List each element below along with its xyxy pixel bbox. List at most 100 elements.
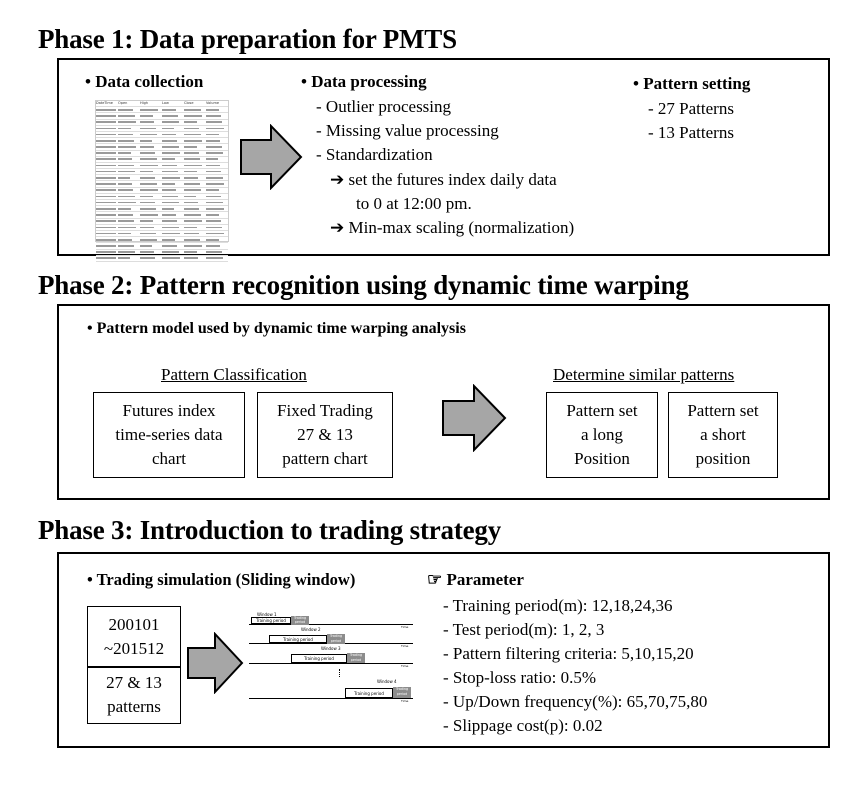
cell-text-placeholder xyxy=(206,177,223,179)
window-label: Window 1 xyxy=(257,612,277,617)
table-header-cell: Volume xyxy=(206,101,220,105)
cell-text-placeholder xyxy=(206,214,219,216)
table-cell xyxy=(96,107,118,112)
cell-text-placeholder xyxy=(184,133,201,136)
processing-sub-item: to 0 at 12:00 pm. xyxy=(356,194,472,213)
table-cell xyxy=(206,107,228,112)
table-row xyxy=(96,206,228,213)
cell-text-placeholder xyxy=(184,257,199,260)
cell-text-placeholder xyxy=(118,170,136,173)
table-cell xyxy=(184,132,206,137)
training-period-block: Training period xyxy=(269,635,327,643)
cell-text-placeholder xyxy=(162,201,180,204)
cell-text-placeholder xyxy=(118,183,132,185)
table-cell xyxy=(96,163,118,168)
table-cell xyxy=(206,206,228,211)
cell-text-placeholder xyxy=(206,207,225,210)
table-cell xyxy=(206,163,228,168)
cell-text-placeholder xyxy=(96,164,116,167)
cell-text-placeholder xyxy=(206,121,223,123)
table-cell xyxy=(162,219,184,224)
cell-text-placeholder xyxy=(184,214,201,216)
box-line: position xyxy=(695,449,751,468)
table-cell xyxy=(184,194,206,199)
cell-text-placeholder xyxy=(184,177,199,179)
phase2-panel: • Pattern model used by dynamic time war… xyxy=(57,304,830,500)
short-position-box: Pattern set a short position xyxy=(668,392,778,478)
table-cell xyxy=(118,107,140,112)
cell-text-placeholder xyxy=(96,251,116,253)
table-cell xyxy=(140,175,162,180)
cell-text-placeholder xyxy=(140,183,157,185)
cell-text-placeholder xyxy=(140,245,153,247)
cell-text-placeholder xyxy=(140,158,157,161)
table-cell xyxy=(184,169,206,174)
table-cell xyxy=(96,243,118,248)
table-row xyxy=(96,181,228,188)
time-axis-line xyxy=(249,663,413,664)
parameter-item: - Pattern filtering criteria: 5,10,15,20 xyxy=(443,644,694,663)
cell-text-placeholder xyxy=(96,195,116,198)
cell-text-placeholder xyxy=(184,108,201,111)
right-arrow-icon xyxy=(187,632,244,694)
cell-text-placeholder xyxy=(184,201,198,204)
cell-text-placeholder xyxy=(184,189,202,192)
cell-text-placeholder xyxy=(184,139,203,142)
trading-period-block: Trading period xyxy=(291,616,309,625)
table-cell xyxy=(96,138,118,143)
table-cell xyxy=(162,225,184,230)
table-cell xyxy=(206,138,228,143)
table-cell xyxy=(206,120,228,125)
table-cell xyxy=(96,225,118,230)
cell-text-placeholder xyxy=(140,146,154,148)
table-cell xyxy=(96,206,118,211)
table-header-cell: Close xyxy=(184,101,194,105)
cell-text-placeholder xyxy=(96,220,116,222)
table-cell xyxy=(118,144,140,149)
cell-text-placeholder xyxy=(140,201,155,204)
cell-text-placeholder xyxy=(118,189,134,192)
table-row xyxy=(96,212,228,219)
cell-text-placeholder xyxy=(206,189,220,192)
box-line: chart xyxy=(152,449,186,468)
right-arrow-icon xyxy=(442,384,507,452)
cell-text-placeholder xyxy=(206,152,224,154)
table-cell xyxy=(162,132,184,137)
cell-text-placeholder xyxy=(162,108,177,111)
cell-text-placeholder xyxy=(140,164,159,167)
cell-text-placeholder xyxy=(118,127,131,130)
table-cell xyxy=(206,250,228,255)
table-cell xyxy=(118,126,140,131)
table-cell xyxy=(162,194,184,199)
table-cell xyxy=(140,219,162,224)
cell-text-placeholder xyxy=(96,170,116,173)
cell-text-placeholder xyxy=(96,201,116,204)
table-row xyxy=(96,256,228,262)
table-cell xyxy=(162,157,184,162)
cell-text-placeholder xyxy=(206,115,221,117)
table-row xyxy=(96,138,228,145)
table-cell xyxy=(118,188,140,193)
classification-label: Pattern Classification xyxy=(161,365,307,384)
table-cell xyxy=(184,144,206,149)
table-cell xyxy=(184,212,206,217)
table-cell xyxy=(118,243,140,248)
parameter-item: - Slippage cost(p): 0.02 xyxy=(443,716,603,735)
cell-text-placeholder xyxy=(184,226,198,229)
cell-text-placeholder xyxy=(184,164,202,167)
cell-text-placeholder xyxy=(96,207,116,210)
table-cell xyxy=(184,113,206,118)
table-cell xyxy=(140,206,162,211)
table-cell xyxy=(184,243,206,248)
table-cell xyxy=(140,243,162,248)
cell-text-placeholder xyxy=(206,201,223,204)
parameter-item: - Test period(m): 1, 2, 3 xyxy=(443,620,605,639)
cell-text-placeholder xyxy=(162,226,179,229)
table-cell xyxy=(206,219,228,224)
table-cell xyxy=(118,219,140,224)
continuation-dots xyxy=(339,669,340,677)
phase2-title: Phase 2: Pattern recognition using dynam… xyxy=(38,270,689,300)
table-cell xyxy=(162,169,184,174)
cell-text-placeholder xyxy=(206,164,220,167)
